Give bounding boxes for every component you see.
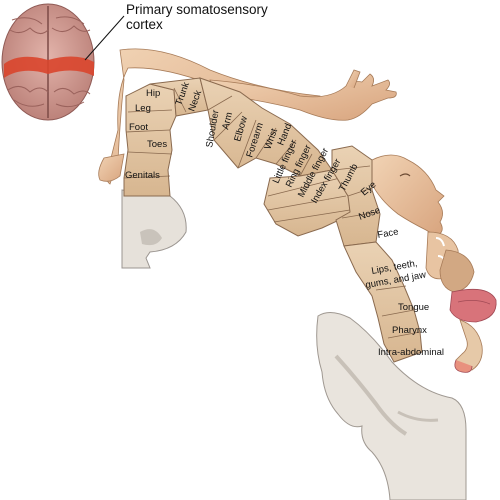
label-face: Face <box>377 226 400 241</box>
label-genitals: Genitals <box>125 170 160 181</box>
brain-section <box>121 189 467 500</box>
homunculus-body <box>98 48 497 373</box>
brain-top-view <box>1 3 95 121</box>
cortex-strip <box>123 77 423 363</box>
label-pharynx: Pharynx <box>392 325 427 336</box>
label-foot: Foot <box>129 122 148 133</box>
segment-trunk-neck <box>149 77 209 117</box>
somatosensory-band <box>4 56 94 78</box>
label-arm: Arm <box>220 111 235 131</box>
title-line-1: Primary somatosensory <box>126 2 268 17</box>
label-tongue: Tongue <box>398 302 429 313</box>
label-hip: Hip <box>146 88 160 99</box>
segment-mouth-column <box>343 241 423 363</box>
title-leader-line <box>84 15 125 61</box>
title-line-2: cortex <box>126 17 163 32</box>
label-leg: Leg <box>135 103 151 114</box>
label-intra-abdominal: Intra-abdominal <box>378 347 444 358</box>
label-toes: Toes <box>147 139 167 150</box>
